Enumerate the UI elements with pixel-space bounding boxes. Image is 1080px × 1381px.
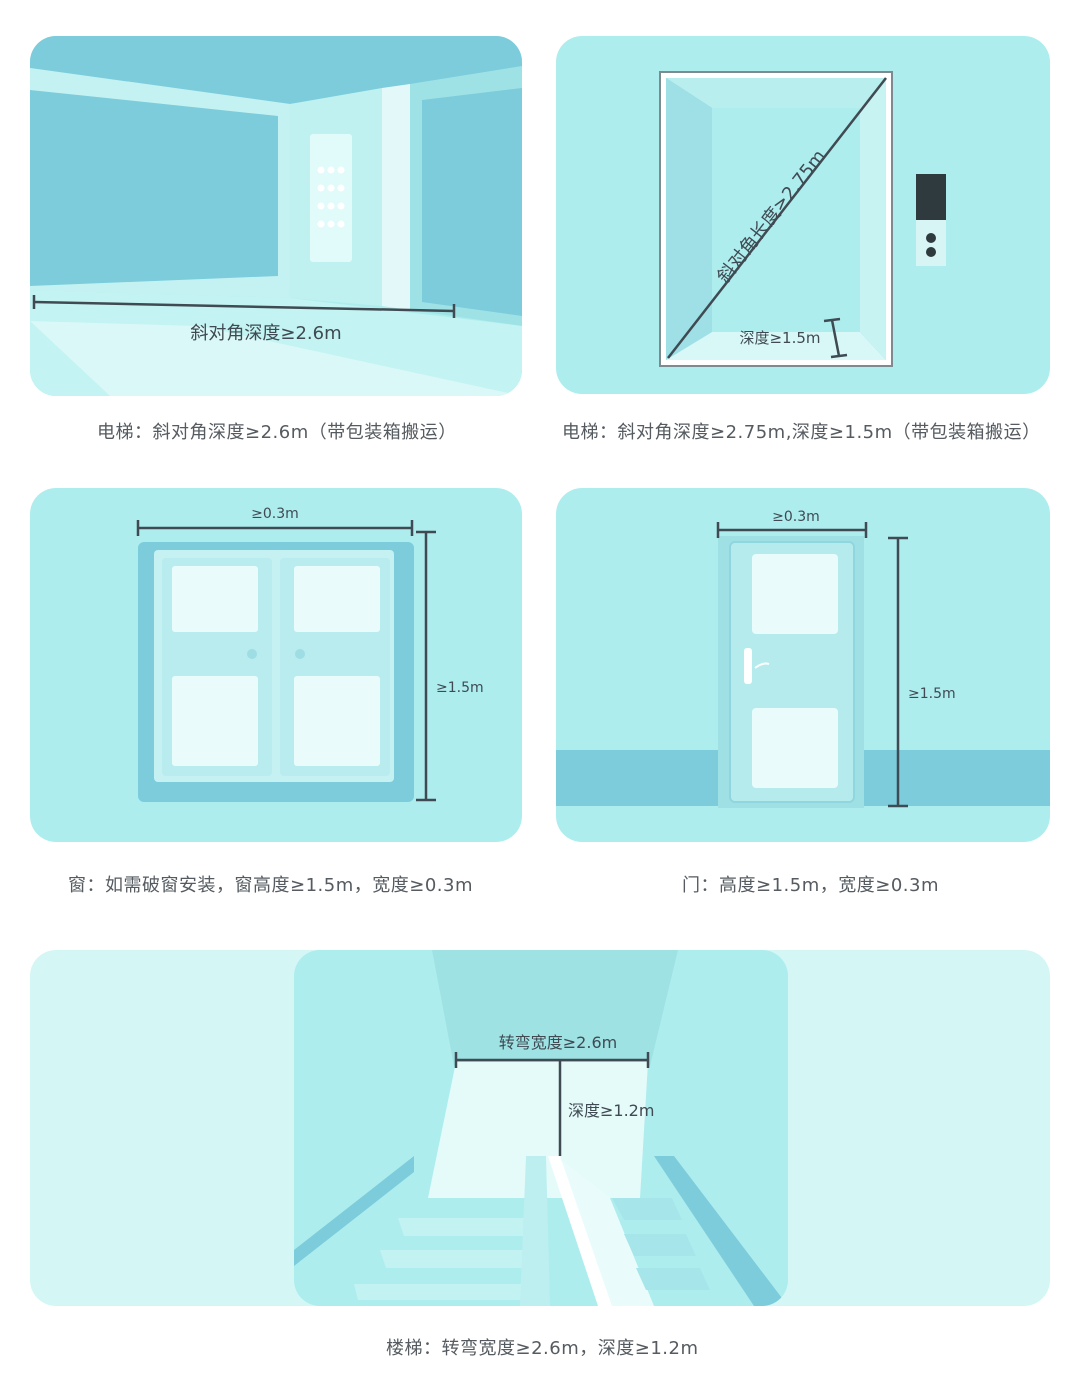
panel-elevator-diagonal: 斜对角深度≥2.6m (30, 36, 522, 396)
label-height: ≥1.5m (908, 686, 956, 702)
stairs-illustration: 转弯宽度≥2.6m 深度≥1.2m (294, 950, 788, 1306)
label-depth: 深度≥1.5m (739, 329, 820, 347)
elevator-interior-illustration: 斜对角深度≥2.6m (30, 36, 522, 396)
height-dimension-line (416, 530, 436, 802)
depth-dimension-line (823, 317, 848, 359)
height-dimension-line (888, 536, 908, 808)
window-illustration: ≥0.3m ≥1.5m (136, 506, 484, 802)
width-dimension-line (716, 522, 868, 538)
label-width: ≥0.3m (251, 506, 299, 522)
turn-width-dimension-line (454, 1052, 650, 1068)
depth-dimension-line (32, 295, 456, 318)
caption-window: 窗：如需破窗安装，窗高度≥1.5m，宽度≥0.3m (68, 875, 473, 896)
width-dimension-line (136, 520, 414, 536)
elevator-control-panel-icon (916, 174, 946, 266)
panel-door: ≥0.3m ≥1.5m (556, 488, 1050, 842)
label-turn-width: 转弯宽度≥2.6m (499, 1033, 617, 1052)
caption-stairs: 楼梯：转弯宽度≥2.6m，深度≥1.2m (386, 1338, 699, 1359)
panel-window: ≥0.3m ≥1.5m (30, 488, 522, 842)
caption-door: 门：高度≥1.5m，宽度≥0.3m (682, 875, 939, 896)
label-height: ≥1.5m (436, 680, 484, 696)
panel-elevator-topview: 斜对角长度≥2.75m 深度≥1.5m (556, 36, 1050, 394)
door-illustration: ≥0.3m ≥1.5m (556, 509, 1050, 808)
caption-elevator-diagonal: 电梯：斜对角深度≥2.6m（带包装箱搬运） (97, 422, 457, 443)
caption-elevator-topview: 电梯：斜对角深度≥2.75m,深度≥1.5m（带包装箱搬运） (562, 422, 1041, 443)
elevator-topview-illustration: 斜对角长度≥2.75m 深度≥1.5m (659, 71, 946, 367)
label-diagonal-depth: 斜对角深度≥2.6m (190, 323, 341, 344)
panel-stairs: 转弯宽度≥2.6m 深度≥1.2m (294, 950, 788, 1306)
diagonal-dimension-line (667, 77, 887, 359)
label-width: ≥0.3m (772, 509, 820, 525)
label-depth: 深度≥1.2m (568, 1101, 654, 1120)
